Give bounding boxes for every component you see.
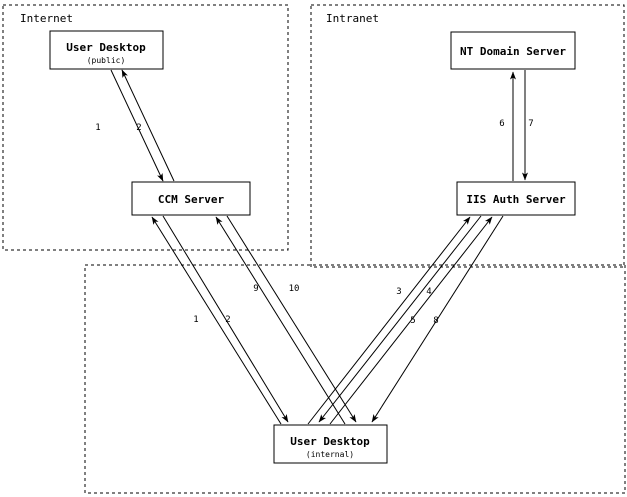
ccm-server-box[interactable] — [131, 181, 251, 216]
link-iis-ntdomain: 6 7 — [499, 70, 534, 181]
flow-2-int-label: 2 — [225, 315, 230, 325]
link-internal-desktop-ccm-1-2: 1 2 — [151, 215, 289, 425]
flow-1-int-line — [151, 216, 282, 425]
flow-8-line — [371, 215, 504, 423]
zone-internet-label: Internet — [20, 12, 73, 25]
flow-3-line — [307, 216, 471, 425]
flow-1-public-line — [110, 69, 164, 182]
iis-auth-server-title: IIS Auth Server — [466, 193, 566, 206]
flow-8-label: 8 — [433, 316, 438, 326]
iis-auth-server-box[interactable] — [456, 181, 576, 216]
flow-1-int-label: 1 — [193, 315, 198, 325]
flow-10-line — [226, 215, 357, 423]
user-desktop-internal-title: User Desktop — [290, 435, 370, 448]
zone-intranet: Intranet — [310, 4, 625, 268]
zone-internet: Internet — [2, 4, 289, 251]
zone-internet-border — [2, 4, 289, 251]
flow-3-label: 3 — [396, 287, 401, 297]
flow-4-label: 4 — [426, 287, 431, 297]
zone-internal — [84, 264, 626, 494]
nt-domain-server-box[interactable] — [450, 31, 576, 70]
flow-1-public-label: 1 — [95, 123, 100, 133]
flow-7-label: 7 — [528, 119, 533, 129]
node-nt-domain-server[interactable]: NT Domain Server — [450, 31, 576, 70]
ccm-server-title: CCM Server — [158, 193, 225, 206]
node-ccm-server[interactable]: CCM Server — [131, 181, 251, 216]
nt-domain-server-title: NT Domain Server — [460, 45, 566, 58]
node-user-desktop-internal[interactable]: User Desktop (internal) — [273, 424, 388, 464]
flow-5-label: 5 — [410, 316, 415, 326]
user-desktop-internal-box[interactable] — [273, 424, 388, 464]
zone-intranet-border — [310, 4, 625, 268]
flow-4-line — [318, 215, 482, 423]
link-public-desktop-ccm: 1 2 — [95, 69, 175, 182]
link-internal-desktop-ccm-9-10: 9 10 — [215, 215, 357, 425]
user-desktop-public-box[interactable] — [49, 30, 164, 70]
node-iis-auth-server[interactable]: IIS Auth Server — [456, 181, 576, 216]
user-desktop-public-subtitle: (public) — [87, 56, 126, 65]
flow-5-line — [329, 216, 493, 425]
node-user-desktop-public[interactable]: User Desktop (public) — [49, 30, 164, 70]
zone-intranet-label: Intranet — [326, 12, 379, 25]
flow-2-public-label: 2 — [136, 123, 141, 133]
flow-10-label: 10 — [289, 284, 300, 294]
link-internal-desktop-iis-3-4: 3 4 — [307, 215, 482, 425]
link-internal-desktop-iis-5-8: 5 8 — [329, 215, 504, 425]
flow-9-line — [215, 216, 346, 425]
user-desktop-internal-subtitle: (internal) — [306, 450, 354, 459]
flow-6-label: 6 — [499, 119, 504, 129]
zone-internal-border — [84, 264, 626, 494]
flow-2-public-line — [121, 69, 175, 182]
user-desktop-public-title: User Desktop — [66, 41, 146, 54]
flow-9-label: 9 — [253, 284, 258, 294]
flow-2-int-line — [162, 215, 289, 423]
